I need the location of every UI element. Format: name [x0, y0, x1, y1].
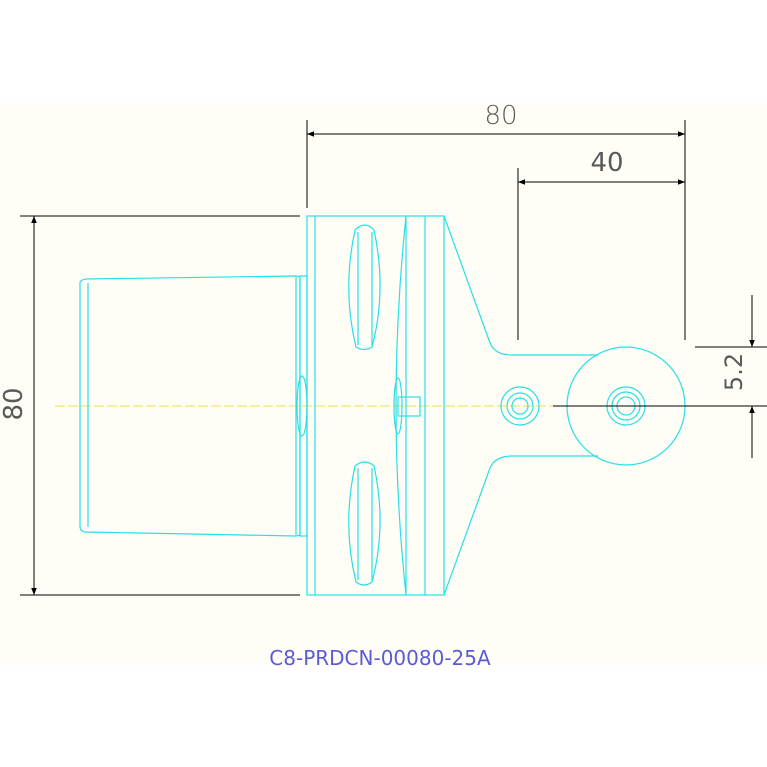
center-pin-shank: [296, 375, 308, 437]
upper-slot: [348, 224, 381, 351]
part-number: C8-PRDCN-00080-25A: [269, 646, 491, 670]
dim-80-label: 80: [484, 101, 517, 131]
dimension-lines: [20, 120, 767, 596]
coolant-hole-mid: [506, 392, 534, 420]
coolant-hole-inner: [511, 397, 529, 415]
dim-5-2-label: 5.2: [720, 353, 748, 391]
lower-slot: [348, 461, 381, 586]
center-pin-stub: [397, 396, 421, 417]
arm-upper-edge: [443, 215, 598, 356]
flange-curve: [395, 215, 407, 596]
coolant-hole-outer: [500, 386, 540, 426]
dim-40-label: 40: [590, 148, 623, 178]
sheet-background: [0, 103, 767, 665]
arm-lower-edge: [443, 455, 598, 596]
center-pin-flange: [393, 377, 403, 435]
dim-80-vertical-label: 80: [0, 387, 29, 420]
